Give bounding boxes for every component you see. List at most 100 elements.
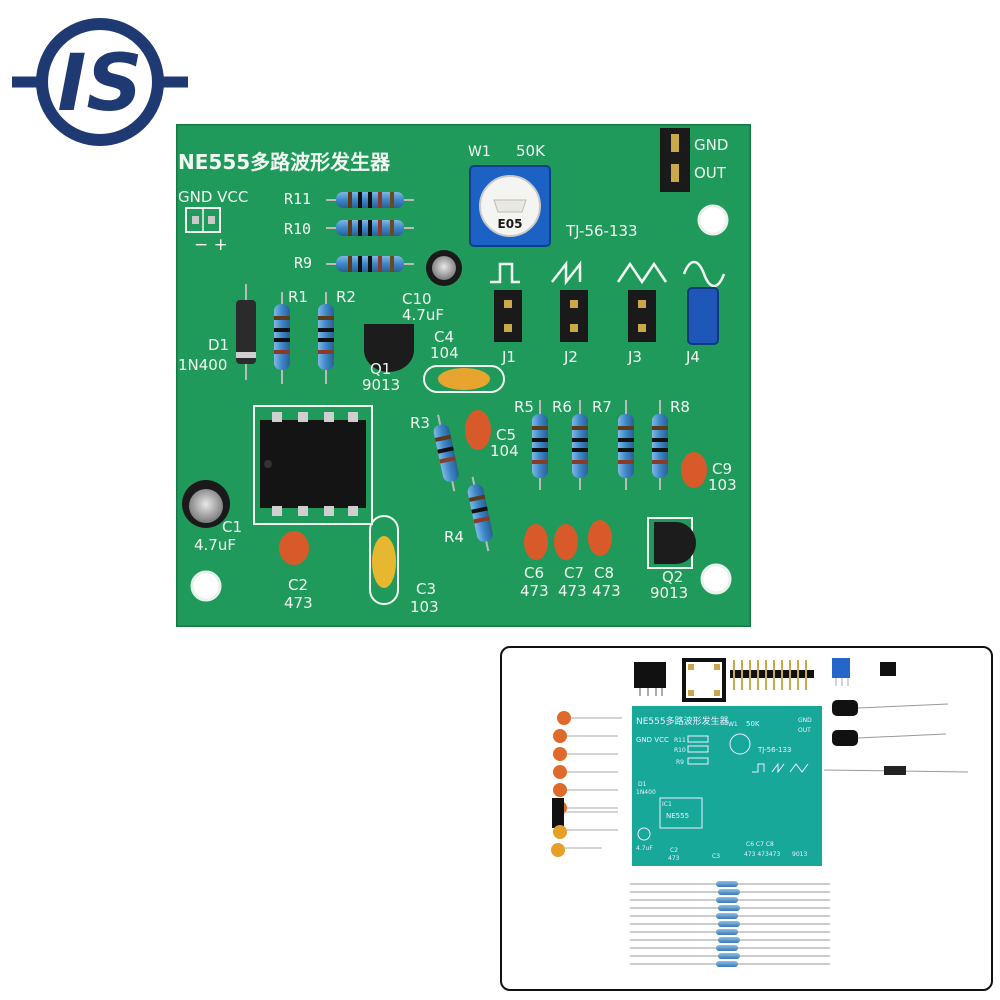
kit-w1-value: 50K: [746, 720, 760, 728]
c10-label: C10: [402, 290, 432, 308]
c9-label: C9: [712, 460, 732, 478]
kit-r11: R11: [674, 737, 686, 744]
brand-logo: IS: [12, 18, 188, 146]
kit-ic: [634, 662, 666, 696]
c7-label: C7: [564, 564, 584, 582]
j3-label: J3: [627, 348, 642, 366]
c3-label: C3: [416, 580, 436, 598]
kit-electrolytic-cap-2: [832, 730, 947, 746]
c1-label: C1: [222, 518, 242, 536]
kit-board-title: NE555多路波形发生器: [636, 715, 729, 727]
ic-ne555: [253, 405, 373, 525]
model-label: TJ-56-133: [565, 222, 638, 240]
resistor-r9: [326, 256, 414, 272]
kit-ic1: IC1: [662, 801, 672, 808]
c9-value: 103: [708, 476, 737, 494]
capacitor-c4: [423, 365, 505, 393]
c8-label: C8: [594, 564, 614, 582]
capacitor-c9: [681, 452, 707, 488]
transistor-q2: [647, 517, 696, 569]
kit-resistors: [630, 881, 830, 967]
header-gnd-label: GND: [694, 136, 728, 154]
c10-value: 4.7uF: [402, 306, 444, 324]
potentiometer-w1: E05: [469, 165, 551, 247]
capacitor-c2: [279, 531, 309, 565]
resistor-r7: [618, 400, 634, 490]
c3-value: 103: [410, 598, 439, 616]
capacitor-c6: [524, 524, 548, 560]
c5-label: C5: [496, 426, 516, 444]
transistor-q1: [364, 324, 414, 372]
kit-jumper-cap: [880, 662, 896, 676]
kit-caps-row: C6 C7 C8: [746, 841, 774, 848]
q2-part: 9013: [650, 584, 688, 602]
r6-label: R6: [552, 398, 572, 416]
square-wave-icon: [490, 262, 520, 284]
kit-ic-label: NE555: [666, 812, 689, 820]
kit-contents-panel: NE555多路波形发生器 GND VCC W1 50K GND OUT R11 …: [500, 646, 993, 991]
board-title: NE555多路波形发生器: [178, 150, 391, 174]
sawtooth-wave-icon: [551, 260, 582, 286]
kit-electrolytic-cap-1: [832, 700, 949, 716]
kit-d1-part: 1N400: [636, 789, 656, 796]
kit-ic-socket: [682, 658, 726, 702]
resistor-r8: [652, 400, 668, 490]
capacitor-c7: [554, 524, 578, 560]
resistor-r6: [572, 400, 588, 490]
r3-label: R3: [410, 414, 430, 432]
kit-gnd: GND: [798, 717, 812, 724]
resistor-r1: [274, 292, 290, 384]
capacitor-c1: [182, 480, 230, 528]
diode-d1: [236, 284, 256, 380]
kit-model: TJ-56-133: [757, 746, 791, 754]
c6-label: C6: [524, 564, 544, 582]
r10-label: R10: [284, 220, 311, 238]
r11-label: R11: [284, 190, 311, 208]
capacitor-c8: [588, 520, 612, 556]
sine-wave-icon: [682, 260, 726, 288]
c2-label: C2: [288, 576, 308, 594]
r1-label: R1: [288, 288, 308, 306]
c6-value: 473: [520, 582, 549, 600]
c4-label: C4: [434, 328, 454, 346]
c2-value: 473: [284, 594, 313, 612]
kit-potentiometer: [832, 658, 850, 686]
r8-label: R8: [670, 398, 690, 416]
r9-label: R9: [294, 254, 312, 272]
resistor-r2: [318, 292, 334, 384]
jumper-j4-cap: [687, 287, 719, 345]
power-polarity: − +: [194, 235, 228, 255]
kit-ceramic-caps: [551, 711, 622, 857]
w1-label: W1: [468, 144, 491, 160]
kit-w1: W1: [728, 721, 738, 728]
jumper-j2: [560, 290, 588, 342]
kit-q2-part: 9013: [792, 851, 807, 858]
d1-label: D1: [208, 336, 229, 354]
q1-label: Q1: [370, 360, 391, 378]
r5-label: R5: [514, 398, 534, 416]
kit-diode: [823, 766, 969, 775]
kit-gnd-vcc: GND VCC: [636, 736, 669, 744]
logo-letters: IS: [57, 39, 142, 129]
capacitor-c5: [465, 410, 491, 450]
capacitor-c10: [426, 250, 462, 286]
pcb-board: NE555多路波形发生器 GND VCC − + R11 R10 R9 W1 5…: [176, 124, 751, 627]
kit-d1: D1: [638, 781, 647, 788]
d1-part: 1N400: [178, 356, 227, 374]
resistor-r4: [467, 476, 493, 552]
resistor-r3: [433, 414, 459, 492]
kit-r9: R9: [676, 759, 684, 766]
kit-c1-value: 4.7uF: [636, 845, 653, 852]
c5-value: 104: [490, 442, 519, 460]
kit-pcb: NE555多路波形发生器 GND VCC W1 50K GND OUT R11 …: [632, 706, 822, 866]
c8-value: 473: [592, 582, 621, 600]
r4-label: R4: [444, 528, 464, 546]
j1-label: J1: [501, 348, 516, 366]
kit-c2: C2: [670, 847, 678, 854]
q2-label: Q2: [662, 568, 683, 586]
jumper-j1: [494, 290, 522, 342]
j2-label: J2: [563, 348, 578, 366]
pot-code: E05: [498, 217, 523, 231]
header-out-label: OUT: [694, 164, 727, 182]
c7-value: 473: [558, 582, 587, 600]
